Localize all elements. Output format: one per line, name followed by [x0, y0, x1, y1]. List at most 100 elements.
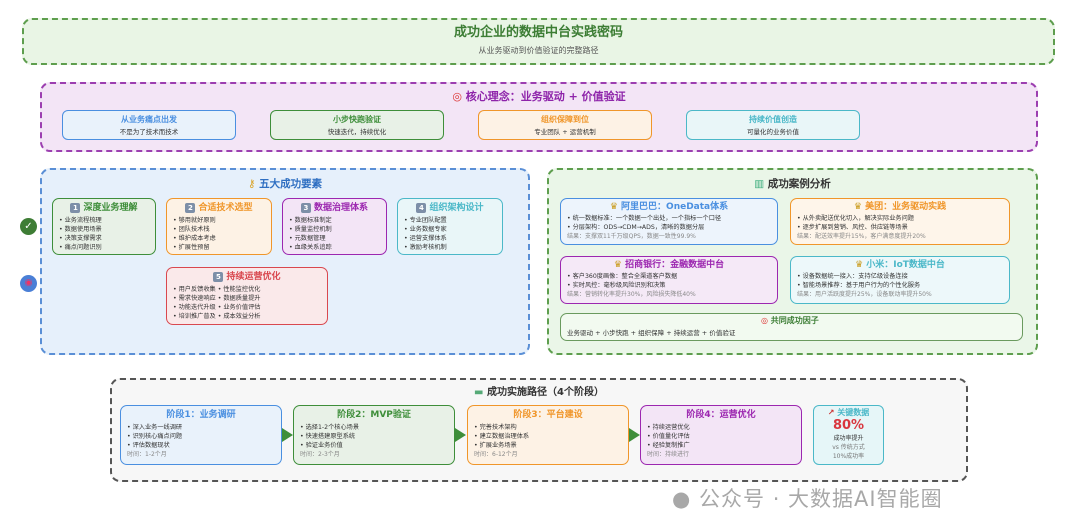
target-icon: ◎	[452, 90, 462, 103]
factor-point: • 团队技术栈	[173, 226, 210, 233]
core-card-desc: 可量化的业务价值	[747, 128, 799, 136]
factors-title: ⚷ 五大成功要素	[247, 178, 323, 190]
core-card: 组织保障到位专业团队 + 运营机制	[478, 110, 652, 140]
arrow-right-icon	[282, 428, 293, 442]
stage-point: • 选择1-2个核心场景	[300, 424, 360, 431]
trophy-icon: ♛	[609, 202, 622, 212]
stage-point: • 验证业务价值	[300, 442, 343, 449]
case-card: ♛ 阿里巴巴：OneData体系 • 统一数据标准：一个数据一个出处，一个指标一个…	[560, 198, 778, 245]
path-title: ▬ 成功实施路径（4个阶段）	[474, 387, 604, 398]
key-value: 80%	[832, 418, 865, 433]
core-title: ◎ 核心理念：业务驱动 + 价值验证	[452, 90, 626, 103]
arrow-right-icon	[455, 428, 466, 442]
page-subtitle: 从业务驱动到价值验证的完整路径	[478, 46, 599, 55]
common-factors-text: 业务驱动 + 小步快跑 + 组织保障 + 持续运营 + 价值验证	[567, 329, 736, 337]
key-data-card: ↗ 关键数据 80% 成功率提升 vs 传统方式 10%成功率	[813, 405, 884, 465]
common-factors-card: ◎ 共同成功因子 业务驱动 + 小步快跑 + 组织保障 + 持续运营 + 价值验…	[560, 313, 1023, 341]
factor-point: • 激励考核机制	[404, 244, 447, 251]
trophy-icon: ♛	[855, 260, 867, 270]
key-label: 成功率提升	[833, 435, 864, 442]
case-point: • 逐步扩展到营销、风控、供应链等场景	[797, 224, 908, 231]
factor-point: • 专业团队配置	[404, 217, 447, 224]
stage-point: • 深入业务一线调研	[127, 424, 183, 431]
factor-point: • 维护成本考虑	[173, 235, 216, 242]
common-factors-title: ◎ 共同成功因子	[761, 316, 819, 325]
number-badge: 1	[70, 203, 81, 213]
factor-point: • 数据使用场景	[59, 226, 102, 233]
trophy-icon: ♛	[853, 202, 866, 212]
core-card-desc: 不是为了技术而技术	[119, 128, 179, 136]
number-badge: 4	[416, 203, 427, 213]
trophy-icon: ♛	[613, 260, 626, 270]
number-badge: 3	[300, 203, 311, 213]
case-result: 结果：配送效率提升15%，客户满意度提升20%	[797, 233, 926, 240]
core-card-desc: 快速迭代，持续优化	[327, 128, 387, 136]
factor-point: • 运营支撑体系	[404, 235, 447, 242]
stage-title: 阶段1：业务调研	[166, 410, 236, 420]
stage-card: 阶段2：MVP验证• 选择1-2个核心场景• 快速搭建原型系统• 验证业务价值时…	[293, 405, 455, 465]
case-title: ♛ 阿里巴巴：OneData体系	[609, 202, 729, 212]
stage-point: • 快速搭建原型系统	[300, 433, 356, 440]
stage-point: • 识别核心痛点问题	[127, 433, 183, 440]
factor-point: • 扩展性预留	[173, 244, 210, 251]
target-icon: ◎	[761, 316, 768, 325]
stage-point: • 评估数据现状	[127, 442, 170, 449]
wechat-icon: ●	[672, 487, 692, 511]
factor-point: • 质量监控机制	[289, 226, 332, 233]
key-vs: vs 传统方式	[832, 444, 865, 451]
case-result: 结果：营销转化率提升30%，风险损失降低40%	[567, 291, 696, 298]
trend-icon: ↗	[827, 408, 835, 417]
stage-point: • 持续运营优化	[647, 424, 690, 431]
arrow-right-icon	[629, 428, 640, 442]
case-result: 结果：用户活跃度提升25%，设备联动率提升50%	[797, 291, 932, 298]
core-card-title: 组织保障到位	[541, 115, 589, 124]
factor-point: • 够用就好原则	[173, 217, 216, 224]
case-point: • 分层架构：ODS→CDM→ADS，清晰的数据分层	[567, 224, 705, 231]
factor-point: • 业务流程梳理	[59, 217, 102, 224]
case-title: ♛ 招商银行：金融数据中台	[613, 260, 725, 270]
core-card: 从业务痛点出发不是为了技术而技术	[62, 110, 236, 140]
case-card: ♛ 美团：业务驱动实践• 从外卖配送优化切入，解决实际业务问题• 逐步扩展到营销…	[790, 198, 1010, 245]
case-point: • 实时风控：毫秒级风险识别和决策	[567, 282, 666, 289]
number-badge: 5	[213, 272, 224, 282]
core-card-title: 从业务痛点出发	[121, 115, 177, 124]
core-card: 小步快跑验证快速迭代，持续优化	[270, 110, 444, 140]
case-card: ♛ 招商银行：金融数据中台• 客户360度画像：整合全渠道客户数据• 实时风控：…	[560, 256, 778, 304]
stage-time: 时间：持续进行	[647, 451, 690, 458]
factor-point: • 决策支撑需求	[59, 235, 102, 242]
core-card-title: 小步快跑验证	[333, 115, 381, 124]
factor-point: • 用户反馈收集 • 性能监控优化	[173, 286, 261, 293]
stage-title: 阶段2：MVP验证	[337, 410, 411, 420]
stage-time: 时间：1-2个月	[127, 451, 167, 458]
target-icon: ◉	[20, 275, 37, 292]
case-point: • 统一数据标准：一个数据一个出处，一个指标一个口径	[567, 215, 722, 222]
case-point: • 智能场景推荐：基于用户行为的个性化服务	[797, 282, 921, 289]
factor-point: • 元数据管理	[289, 235, 326, 242]
header-panel: 成功企业的数据中台实践密码 从业务驱动到价值验证的完整路径	[22, 18, 1055, 65]
stage-card: 阶段1：业务调研 • 深入业务一线调研 • 识别核心痛点问题 • 评估数据现状时间：1…	[120, 405, 282, 465]
stage-point: • 扩展业务场景	[474, 442, 517, 449]
watermark: ● 公众号 · 大数据AI智能圈	[672, 487, 943, 511]
key-icon: ⚷	[247, 178, 256, 190]
stage-point: • 完善技术架构	[474, 424, 517, 431]
stage-point: • 价值量化评估	[647, 433, 690, 440]
cases-title: ▥ 成功案例分析	[754, 178, 831, 190]
car-icon: ▬	[474, 387, 484, 398]
stage-title: 阶段3：平台建设	[513, 410, 583, 420]
case-title: ♛ 小米：IoT数据中台	[855, 260, 945, 270]
factor-point: • 痛点问题识别	[59, 244, 102, 251]
stage-title: 阶段4：运营优化	[686, 410, 756, 420]
check-icon: ✓	[20, 218, 37, 235]
stage-time: 时间：6-12个月	[474, 451, 518, 458]
five-factors-panel: ⚷ 五大成功要素	[40, 168, 530, 355]
stage-card: 阶段4：运营优化• 持续运营优化• 价值量化评估• 经验复制推广时间：持续进行	[640, 405, 802, 465]
